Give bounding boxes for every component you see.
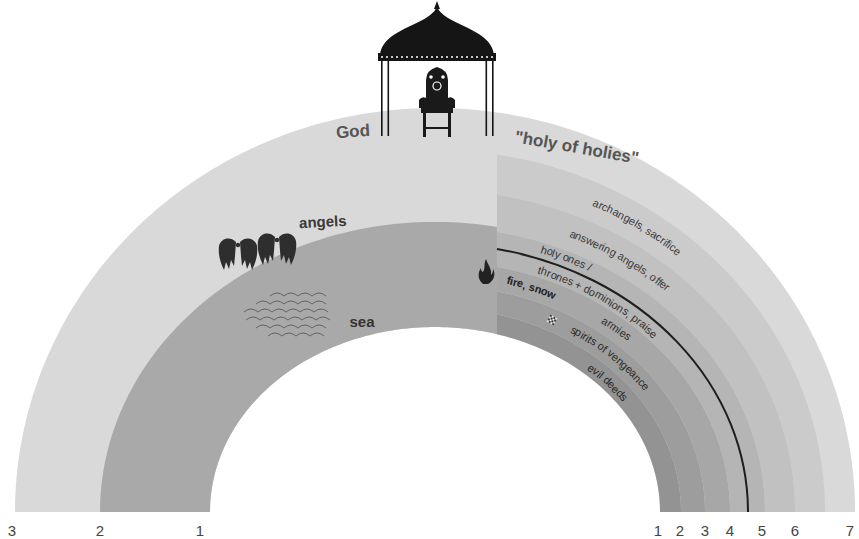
heaven-number: 5 (758, 523, 766, 538)
heaven-number: 2 (676, 523, 684, 538)
fringe-pattern (381, 56, 493, 58)
angel-wings (219, 239, 258, 270)
band-fill (497, 150, 825, 512)
band-label: sea (349, 314, 374, 329)
band-fill (497, 227, 765, 512)
band-fill (497, 190, 795, 512)
angel-icon (258, 234, 297, 265)
throne-leg (448, 113, 451, 137)
band-fill (497, 285, 705, 512)
canopy-post (486, 61, 488, 136)
band-fill (15, 108, 855, 512)
canopy-fringe (378, 53, 496, 61)
angel-head (236, 243, 240, 247)
heaven-number: 7 (846, 523, 854, 538)
angel-icons (219, 234, 297, 270)
snow-square (547, 315, 558, 326)
heaven-number: 2 (96, 523, 104, 538)
throne-rung (423, 127, 451, 129)
throne-ornament (441, 75, 445, 79)
band-fill (100, 222, 497, 512)
band-fill (497, 308, 681, 512)
heading-label: God (335, 121, 370, 140)
canopy-post (388, 61, 390, 136)
throne (419, 67, 455, 137)
heaven-number: 6 (791, 523, 799, 538)
heaven-number: 4 (726, 523, 734, 538)
snow-icon (547, 315, 558, 326)
angel-head (275, 238, 279, 242)
throne-leg (423, 113, 426, 137)
heaven-number: 3 (701, 523, 709, 538)
canopy (378, 1, 496, 136)
snow-pattern (547, 315, 558, 326)
heaven-number: 3 (8, 523, 16, 538)
canopy-post (492, 61, 494, 136)
canopy-dome (380, 7, 494, 55)
heaven-number: 1 (654, 523, 662, 538)
angel-icon (219, 239, 258, 270)
fire-icon (479, 259, 495, 284)
glyph: w (546, 287, 558, 300)
canopy-post (381, 61, 383, 136)
heading-label: "holy of holies" (514, 128, 641, 167)
band-label: evil deeds (580, 357, 634, 408)
throne-seat (421, 107, 453, 113)
heaven-number: 1 (196, 523, 204, 538)
band-fill (497, 261, 730, 512)
band-label: angels (299, 212, 347, 229)
band-label: thrones + dominions, praise (529, 260, 664, 346)
glyph: / (585, 262, 592, 273)
throne-arms (419, 97, 455, 108)
heaven-divider-line (497, 249, 748, 512)
throne-back (426, 67, 448, 108)
throne-ornament (433, 82, 441, 90)
element-label: fire, snow (497, 270, 562, 305)
angel-wings (258, 234, 297, 265)
sea-waves (244, 293, 330, 336)
throne-ornament (429, 75, 433, 79)
